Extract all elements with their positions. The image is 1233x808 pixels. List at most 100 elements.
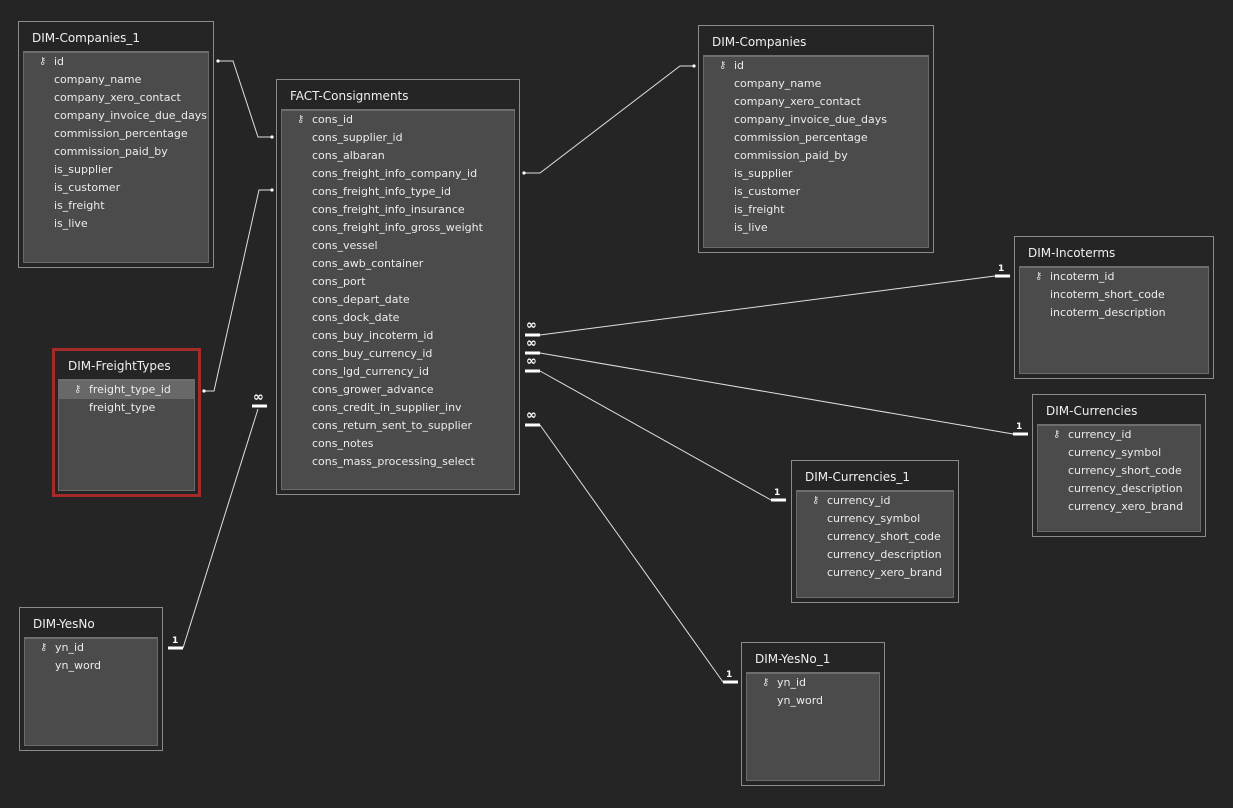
field-row[interactable]: company_invoice_due_days	[24, 107, 208, 125]
field-row[interactable]: ⚷freight_type_id	[59, 381, 194, 399]
field-row[interactable]: company_name	[24, 71, 208, 89]
field-list[interactable]: ⚷yn_id yn_word	[746, 672, 880, 781]
relationship-line[interactable]	[539, 352, 1014, 435]
relationship-line[interactable]	[539, 370, 772, 501]
field-row[interactable]: yn_word	[25, 657, 157, 675]
field-row[interactable]: company_xero_contact	[24, 89, 208, 107]
field-row[interactable]: currency_description	[1038, 480, 1200, 498]
field-row[interactable]: is_customer	[704, 183, 928, 201]
field-row[interactable]: currency_symbol	[1038, 444, 1200, 462]
field-row[interactable]: currency_xero_brand	[1038, 498, 1200, 516]
field-row[interactable]: cons_credit_in_supplier_inv	[282, 399, 514, 417]
field-row[interactable]: company_xero_contact	[704, 93, 928, 111]
field-row[interactable]: currency_short_code	[797, 528, 953, 546]
field-row[interactable]: cons_buy_currency_id	[282, 345, 514, 363]
field-row[interactable]: cons_notes	[282, 435, 514, 453]
table-title[interactable]: DIM-YesNo_1	[755, 652, 831, 666]
field-row[interactable]: ⚷currency_id	[1038, 426, 1200, 444]
table-title[interactable]: DIM-Incoterms	[1028, 246, 1116, 260]
field-row[interactable]: cons_vessel	[282, 237, 514, 255]
field-row[interactable]: freight_type	[59, 399, 194, 417]
field-row[interactable]: cons_awb_container	[282, 255, 514, 273]
field-row[interactable]: ⚷yn_id	[747, 674, 879, 692]
field-list[interactable]: ⚷incoterm_id incoterm_short_code incoterm_…	[1019, 266, 1209, 374]
field-row[interactable]: ⚷incoterm_id	[1020, 268, 1208, 286]
table-title[interactable]: DIM-FreightTypes	[68, 359, 171, 373]
table-title[interactable]: DIM-Companies	[712, 35, 807, 49]
field-row[interactable]: cons_lgd_currency_id	[282, 363, 514, 381]
field-row[interactable]: cons_mass_processing_select	[282, 453, 514, 471]
field-row[interactable]: cons_freight_info_company_id	[282, 165, 514, 183]
field-row[interactable]: cons_supplier_id	[282, 129, 514, 147]
field-row[interactable]: incoterm_description	[1020, 304, 1208, 322]
field-row[interactable]: cons_freight_info_gross_weight	[282, 219, 514, 237]
table-title[interactable]: FACT-Consignments	[290, 89, 409, 103]
table-title[interactable]: DIM-Currencies	[1046, 404, 1138, 418]
field-row[interactable]: ⚷currency_id	[797, 492, 953, 510]
field-row[interactable]: ⚷cons_id	[282, 111, 514, 129]
field-row[interactable]: yn_word	[747, 692, 879, 710]
field-row[interactable]: currency_xero_brand	[797, 564, 953, 582]
field-row[interactable]: currency_short_code	[1038, 462, 1200, 480]
field-row[interactable]: is_supplier	[704, 165, 928, 183]
field-row[interactable]: is_live	[704, 219, 928, 237]
table-title[interactable]: DIM-YesNo	[33, 617, 95, 631]
relationship-freight-company[interactable]	[524, 65, 694, 174]
relationship-line[interactable]	[539, 424, 724, 683]
field-row[interactable]: commission_percentage	[24, 125, 208, 143]
field-name: incoterm_short_code	[1050, 288, 1165, 301]
field-row[interactable]: commission_paid_by	[704, 147, 928, 165]
field-row[interactable]: commission_paid_by	[24, 143, 208, 161]
relationship-supplier[interactable]	[218, 60, 272, 138]
field-row[interactable]: cons_buy_incoterm_id	[282, 327, 514, 345]
field-row[interactable]: is_live	[24, 215, 208, 233]
relationship-freight-type[interactable]	[204, 189, 272, 392]
relationship-line[interactable]	[539, 275, 996, 336]
field-row[interactable]: cons_freight_info_insurance	[282, 201, 514, 219]
field-row[interactable]: is_freight	[704, 201, 928, 219]
field-name: yn_word	[777, 694, 824, 707]
field-row[interactable]: cons_return_sent_to_supplier	[282, 417, 514, 435]
field-row[interactable]: currency_description	[797, 546, 953, 564]
join-endpoint	[692, 64, 696, 68]
table-dim-yesno_1[interactable]: DIM-YesNo_1 ⚷yn_id yn_word	[741, 642, 885, 786]
relationship-yesno[interactable]	[182, 408, 259, 649]
field-row[interactable]: is_freight	[24, 197, 208, 215]
field-row[interactable]: ⚷id	[704, 57, 928, 75]
table-dim-incoterms[interactable]: DIM-Incoterms ⚷incoterm_id incoterm_short_…	[1014, 236, 1214, 379]
field-row[interactable]: currency_symbol	[797, 510, 953, 528]
table-title[interactable]: DIM-Currencies_1	[805, 470, 911, 484]
field-row[interactable]: is_supplier	[24, 161, 208, 179]
field-row[interactable]: commission_percentage	[704, 129, 928, 147]
field-row[interactable]: cons_dock_date	[282, 309, 514, 327]
field-name: currency_xero_brand	[827, 566, 943, 579]
table-title[interactable]: DIM-Companies_1	[32, 31, 141, 45]
join-endpoint	[202, 389, 206, 393]
field-row[interactable]: cons_albaran	[282, 147, 514, 165]
field-row[interactable]: cons_port	[282, 273, 514, 291]
field-row[interactable]: ⚷id	[24, 53, 208, 71]
field-row[interactable]: incoterm_short_code	[1020, 286, 1208, 304]
field-row[interactable]: ⚷yn_id	[25, 639, 157, 657]
field-row[interactable]: cons_freight_info_type_id	[282, 183, 514, 201]
field-row[interactable]: company_name	[704, 75, 928, 93]
field-row[interactable]: cons_grower_advance	[282, 381, 514, 399]
field-name: id	[734, 59, 745, 72]
field-row[interactable]: cons_depart_date	[282, 291, 514, 309]
field-row[interactable]: is_customer	[24, 179, 208, 197]
field-row[interactable]: company_invoice_due_days	[704, 111, 928, 129]
